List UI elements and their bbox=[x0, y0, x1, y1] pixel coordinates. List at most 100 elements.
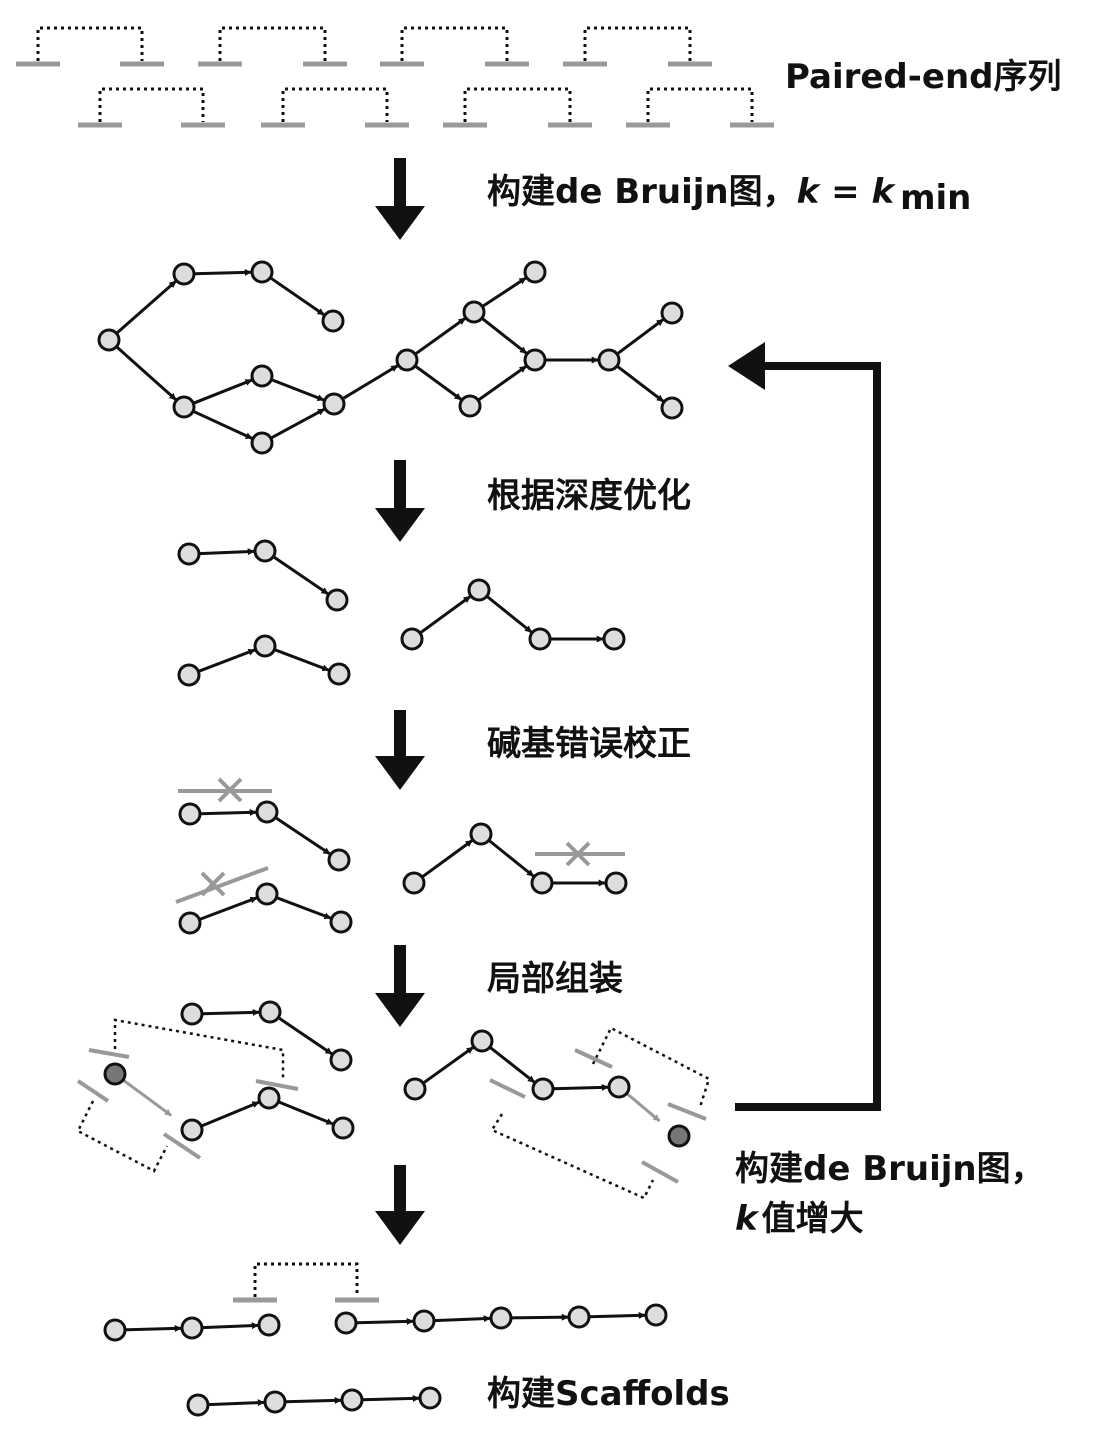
graph-edge-arrow bbox=[115, 280, 177, 335]
flow-down-arrow-head bbox=[375, 756, 425, 790]
graph-node bbox=[177, 663, 201, 687]
graph-node bbox=[263, 1390, 287, 1414]
erroneous-read-bar bbox=[489, 1078, 526, 1099]
graph-edge-arrow bbox=[419, 595, 472, 635]
pair-link-dotted bbox=[583, 26, 692, 61]
graph-node bbox=[186, 1393, 210, 1417]
graph-node bbox=[178, 911, 202, 935]
feedback-loop-head bbox=[728, 342, 765, 390]
annotation-marks bbox=[76, 777, 711, 1200]
graph-node bbox=[462, 300, 486, 324]
graph-edge-arrow bbox=[270, 407, 326, 440]
graph-node bbox=[325, 588, 349, 612]
erroneous-read-bar bbox=[255, 1079, 299, 1091]
graph-node bbox=[321, 309, 345, 333]
pair-link-dotted bbox=[218, 26, 327, 61]
graph-node bbox=[607, 1075, 631, 1099]
graph-edge-arrow bbox=[414, 317, 466, 356]
graph-node bbox=[470, 1029, 494, 1053]
graph-edge-arrow bbox=[200, 1100, 260, 1128]
graph-node bbox=[395, 348, 419, 372]
graph-edge-arrow bbox=[277, 1016, 333, 1056]
error-cross-mark bbox=[200, 871, 226, 897]
graph-edge-arrow bbox=[414, 364, 463, 401]
graph-node bbox=[103, 1062, 127, 1086]
graph-edge-arrow bbox=[510, 1313, 569, 1321]
graph-node bbox=[467, 578, 491, 602]
graph-node bbox=[403, 1077, 427, 1101]
left-pair-link-dotted bbox=[113, 1018, 285, 1078]
graph-node bbox=[97, 328, 121, 352]
graph-edge-arrow bbox=[124, 1324, 182, 1332]
graph-node bbox=[172, 395, 196, 419]
graph-node bbox=[597, 348, 621, 372]
graph-node bbox=[255, 882, 279, 906]
pair-link-dotted bbox=[253, 1262, 359, 1297]
erroneous-read-bar bbox=[667, 1102, 707, 1121]
graph-node bbox=[602, 627, 626, 651]
flow-down-arrow-head bbox=[375, 993, 425, 1027]
graph-edge-arrow bbox=[284, 1396, 342, 1404]
graph-edge-arrow bbox=[477, 365, 527, 402]
graph-edge-arrow bbox=[616, 364, 665, 403]
pair-link-dotted bbox=[400, 26, 509, 61]
graph-node bbox=[250, 260, 274, 284]
graph-node bbox=[177, 542, 201, 566]
paired-end-reads bbox=[16, 26, 774, 1303]
flow-down-arrow-head bbox=[375, 508, 425, 542]
graph-edge-arrow bbox=[201, 1322, 259, 1330]
graph-edge-arrow bbox=[269, 276, 325, 316]
graph-nodes bbox=[97, 260, 691, 1417]
graph-node bbox=[528, 627, 552, 651]
graph-node bbox=[667, 1124, 691, 1148]
pair-link-dotted bbox=[98, 87, 205, 122]
graph-edge-arrow bbox=[192, 409, 253, 440]
graph-edge-arrow bbox=[199, 808, 257, 816]
graph-node bbox=[253, 634, 277, 658]
graph-node bbox=[180, 1316, 204, 1340]
flow-down-arrow-head bbox=[375, 1211, 425, 1245]
error-cross-mark bbox=[565, 841, 591, 867]
graph-node bbox=[257, 1086, 281, 1110]
graph-edge-arrow bbox=[270, 378, 325, 402]
graph-node bbox=[523, 348, 547, 372]
graph-edge-arrow bbox=[274, 816, 331, 856]
feedback-loop-line bbox=[735, 362, 881, 1111]
graph-node bbox=[253, 539, 277, 563]
erroneous-read-bar bbox=[88, 1048, 130, 1059]
graph-node bbox=[400, 627, 424, 651]
graph-edge-arrow bbox=[207, 1399, 265, 1407]
graph-node bbox=[644, 1303, 668, 1327]
pair-link-dotted bbox=[646, 87, 754, 122]
error-cross-mark bbox=[217, 777, 243, 803]
equals-sign: = bbox=[819, 172, 871, 212]
graph-node bbox=[402, 871, 426, 895]
graph-node bbox=[530, 871, 554, 895]
graph-edge-arrow bbox=[433, 1315, 491, 1323]
k-symbol-2: k bbox=[871, 172, 896, 212]
graph-node bbox=[469, 822, 493, 846]
graph-edge-arrow bbox=[480, 317, 528, 355]
graph-node bbox=[329, 1048, 353, 1072]
graph-node bbox=[489, 1306, 513, 1330]
graph-node bbox=[258, 1000, 282, 1024]
graph-node bbox=[660, 301, 684, 325]
graph-node bbox=[172, 262, 196, 286]
graph-node bbox=[250, 431, 274, 455]
graph-node bbox=[531, 1077, 555, 1101]
graph-node bbox=[523, 260, 547, 284]
graph-node bbox=[604, 871, 628, 895]
graph-edges bbox=[115, 268, 665, 1407]
graph-node bbox=[329, 910, 353, 934]
k-symbol-3: k bbox=[735, 1199, 760, 1239]
graph-node bbox=[255, 800, 279, 824]
k-min-subscript: min bbox=[900, 178, 971, 218]
optimize-depth-label: 根据深度优化 bbox=[487, 476, 691, 516]
graph-node bbox=[327, 848, 351, 872]
erroneous-read-bar bbox=[162, 1132, 202, 1160]
graph-node bbox=[660, 396, 684, 420]
graph-edge-arrow bbox=[198, 896, 258, 921]
graph-node bbox=[178, 802, 202, 826]
